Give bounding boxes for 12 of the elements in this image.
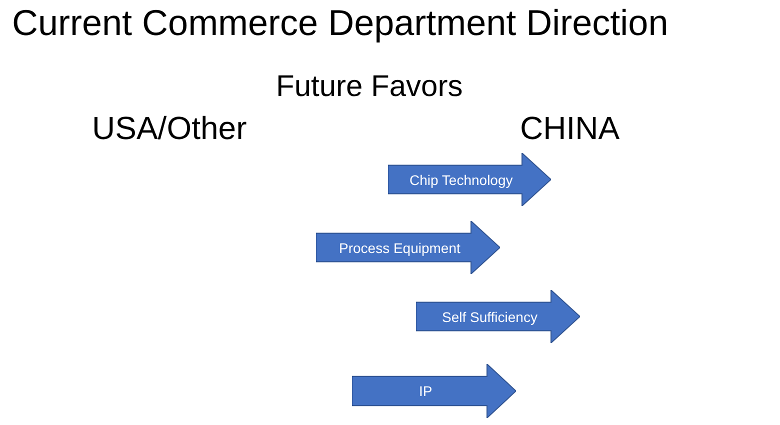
arrow-label: Process Equipment — [339, 240, 460, 256]
arrow-label: IP — [419, 383, 432, 399]
side-label: CHINA — [520, 110, 620, 147]
pointer-banner — [416, 290, 580, 343]
arrow-label: Chip Technology — [410, 172, 513, 188]
slide-title: Current Commerce Department Direction — [12, 2, 668, 44]
side-label: USA/Other — [92, 110, 247, 147]
heading-label: Future Favors — [276, 70, 463, 104]
pointer-banner — [388, 153, 551, 206]
arrow-label: Self Sufficiency — [442, 308, 538, 324]
pointer-banner — [316, 221, 500, 274]
pointer-banner — [352, 364, 516, 418]
